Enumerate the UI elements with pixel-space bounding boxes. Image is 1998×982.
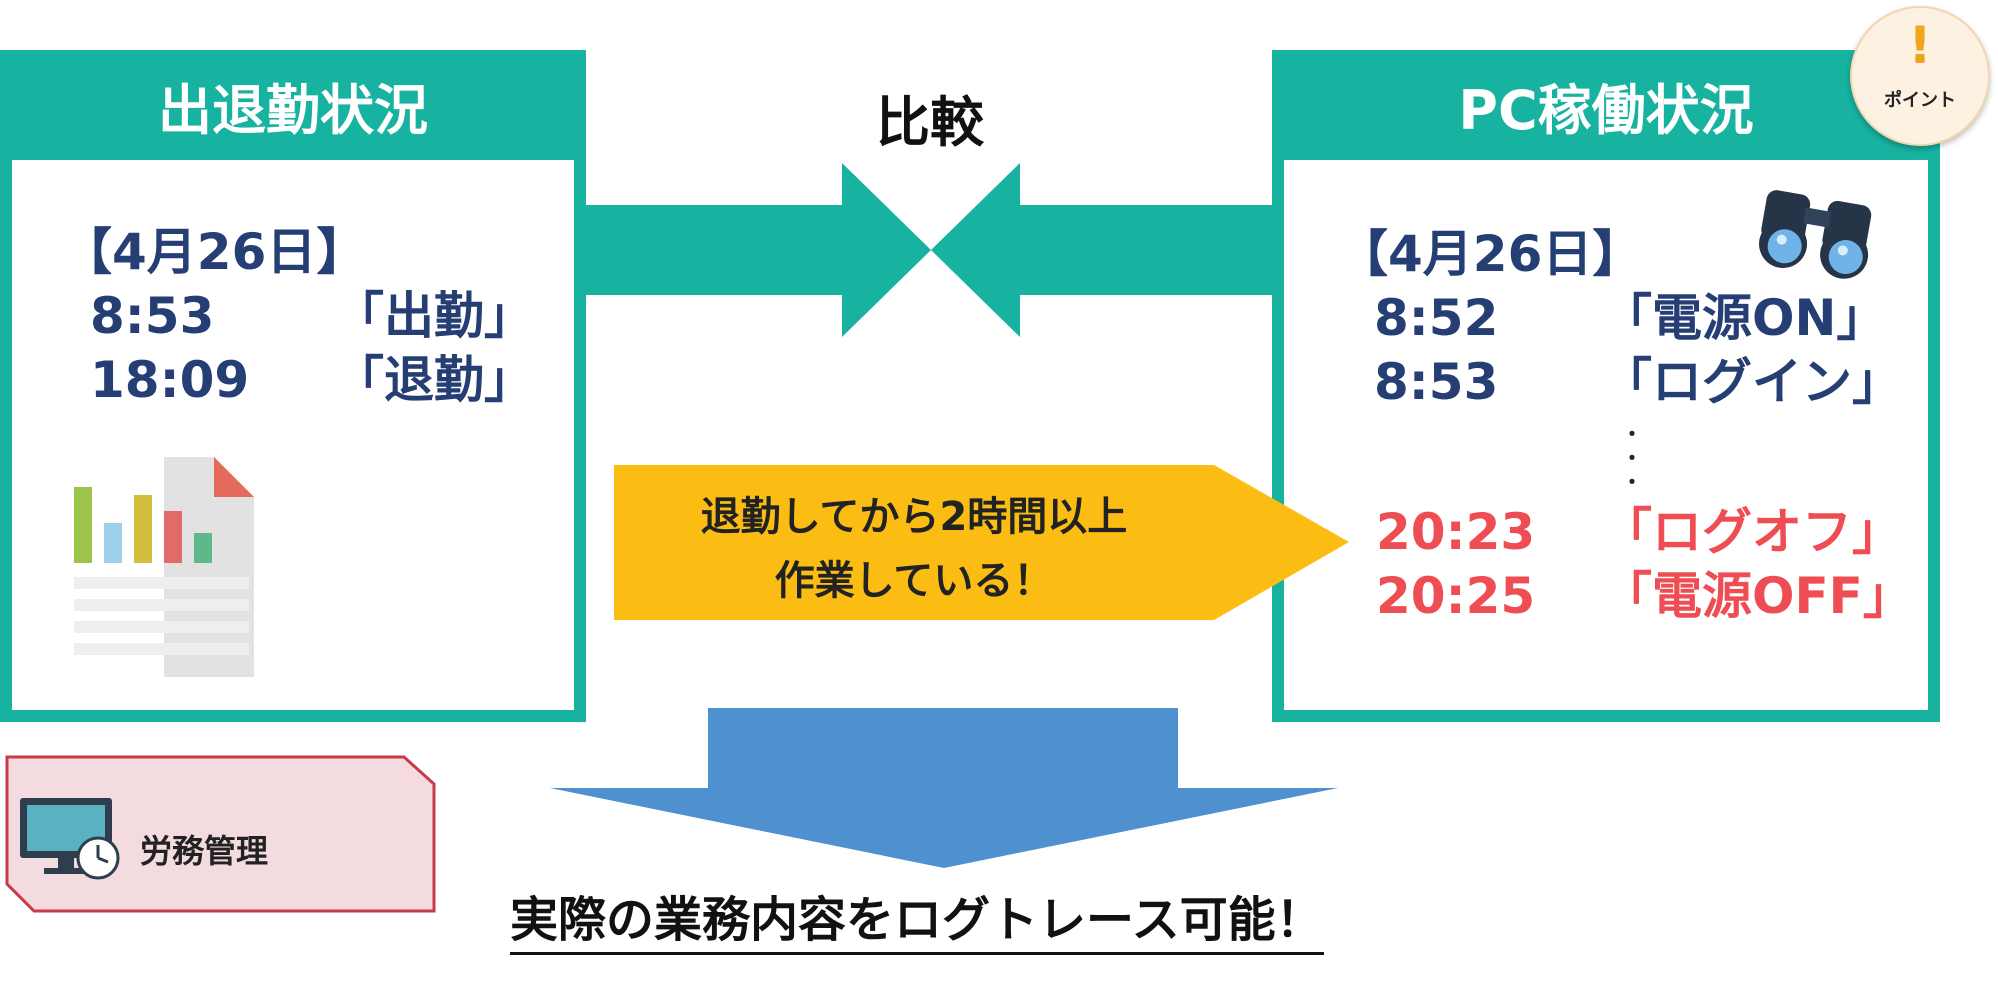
pc-date: 【4月26日】 xyxy=(1338,225,1643,283)
compare-label: 比較 xyxy=(876,91,984,154)
binoculars-icon xyxy=(1759,190,1872,279)
pc-event-3: 「ログオフ」 xyxy=(1602,503,1902,561)
report-document-icon xyxy=(74,457,254,677)
attendance-event-2: 「退勤」 xyxy=(334,351,534,409)
point-label: ポイント xyxy=(1884,90,1956,111)
conclusion-text: 実際の業務内容をログトレース可能！ xyxy=(510,880,1324,955)
attendance-time-1: 8:53 xyxy=(90,287,215,345)
attendance-panel: 出退勤状況 【4月26日】 8:53 「出勤」 18:09 「退勤」 xyxy=(0,50,586,722)
exclamation-icon: ! xyxy=(1908,16,1932,76)
pc-event-4: 「電源OFF」 xyxy=(1602,567,1913,625)
pc-activity-panel: PC稼働状況 【4月26日】 8:52 「電源ON」 8:53 「ログイン」 ・… xyxy=(1272,50,1940,722)
pc-time-1: 8:52 xyxy=(1374,289,1499,347)
result-down-arrow xyxy=(550,708,1338,868)
compare-arrows xyxy=(586,163,1276,337)
attendance-event-1: 「出勤」 xyxy=(334,287,534,345)
note-line-2: 作業している！ xyxy=(774,558,1054,604)
labor-management-label: 労務管理 xyxy=(140,832,269,870)
note-line-1: 退勤してから2時間以上 xyxy=(700,494,1128,540)
note-text: 退勤してから2時間以上 作業している！ xyxy=(614,485,1214,613)
pc-ellipsis: ・ ・ ・ xyxy=(1622,422,1642,494)
monitor-clock-icon xyxy=(20,798,120,880)
point-badge: ! ポイント xyxy=(1850,6,1990,146)
attendance-time-2: 18:09 xyxy=(90,351,250,409)
pc-time-2: 8:53 xyxy=(1374,353,1499,411)
pc-activity-panel-title: PC稼働状況 xyxy=(1272,50,1940,160)
pc-time-3: 20:23 xyxy=(1376,503,1536,561)
attendance-date: 【4月26日】 xyxy=(62,223,367,281)
note-arrow-shape xyxy=(614,465,1349,620)
pc-time-4: 20:25 xyxy=(1376,567,1536,625)
pc-event-2: 「ログイン」 xyxy=(1602,353,1902,411)
pc-event-1: 「電源ON」 xyxy=(1602,289,1887,347)
attendance-panel-title: 出退勤状況 xyxy=(0,50,586,160)
